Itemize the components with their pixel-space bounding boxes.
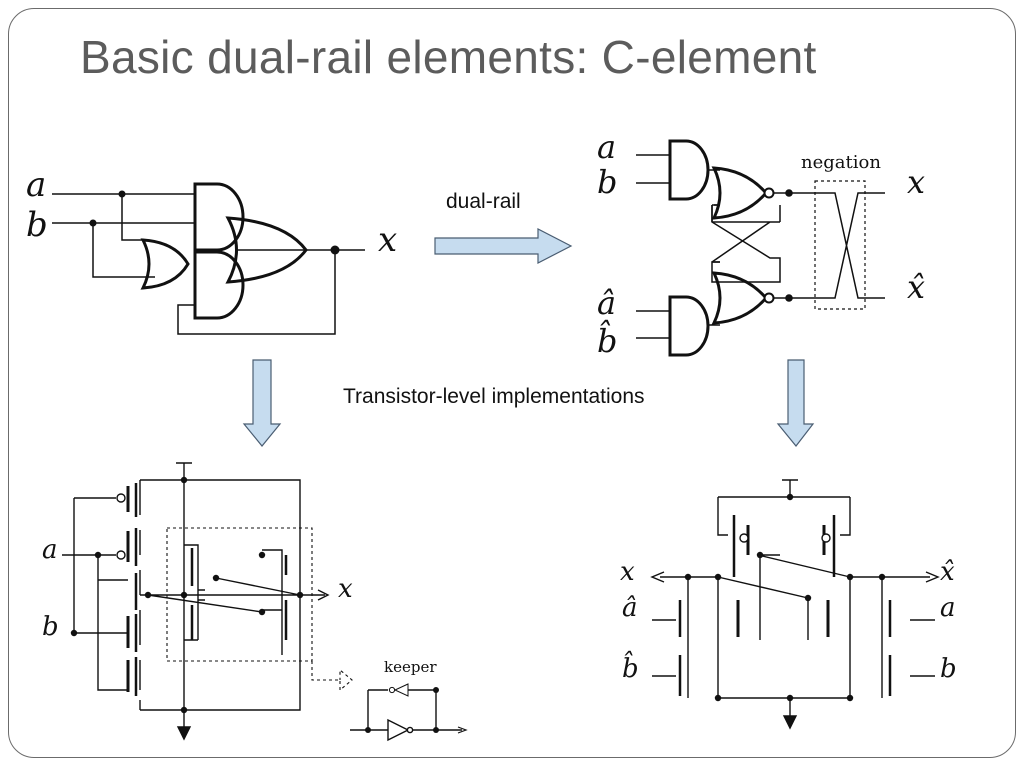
transistor-b-label: b: [42, 612, 59, 642]
transistor-level-c-element: [62, 462, 353, 741]
down-arrow-left: [242, 359, 282, 447]
dual-rail-transistor-level: [650, 479, 940, 730]
input-a-label: a: [26, 165, 46, 205]
right-a-label: a: [940, 593, 956, 623]
negation-label: negation: [801, 152, 881, 173]
transistor-a-label: a: [42, 535, 58, 565]
dual-nor-gate-bottom-symbol: [711, 271, 768, 325]
dual-input-b-hat-label: b̂: [597, 319, 617, 360]
and-gate-2-symbol: [193, 250, 245, 320]
or-gate-big-symbol: [225, 216, 308, 284]
dual-output-x-hat-label: x̂: [907, 268, 925, 306]
dual-input-a-hat-label: â: [597, 284, 616, 322]
dual-rail-caption: dual-rail: [446, 190, 521, 213]
keeper-circuit: [350, 683, 468, 742]
dual-rail-arrow: [434, 228, 573, 264]
right-a-hat-label: â: [622, 593, 638, 623]
right-x-hat-label: x̂: [940, 557, 955, 587]
dual-input-a-label: a: [597, 128, 616, 166]
transistor-level-caption: Transistor-level implementations: [343, 385, 645, 408]
slide-title: Basic dual-rail elements: C-element: [80, 31, 817, 83]
transistor-x-label: x: [338, 574, 353, 604]
dual-input-b-label: b: [597, 163, 617, 201]
right-b-label: b: [940, 654, 957, 684]
slide-frame: [8, 8, 1016, 758]
down-arrow-right: [776, 359, 815, 447]
right-b-hat-label: b̂: [622, 650, 639, 684]
dual-and-gate-top-symbol: [668, 139, 710, 201]
dual-nor-gate-top-symbol: [711, 166, 768, 220]
keeper-label: keeper: [384, 658, 437, 676]
input-b-label: b: [26, 205, 48, 245]
dual-rail-c-element: [636, 139, 885, 357]
or-gate-small-symbol: [140, 238, 190, 290]
right-x-label: x: [620, 557, 635, 587]
output-x-label: x: [378, 220, 397, 260]
block-arrows: [242, 228, 815, 447]
dual-and-gate-bottom-symbol: [668, 295, 710, 357]
gate-level-c-element: [52, 182, 365, 335]
dual-output-x-label: x: [907, 163, 925, 201]
